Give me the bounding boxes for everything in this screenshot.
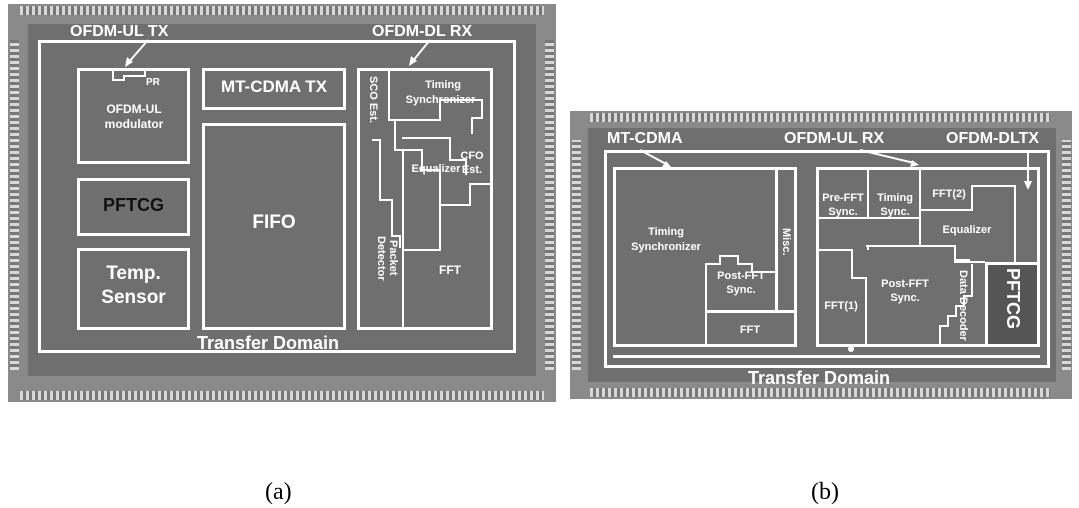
timing-sync-label-1: Timing: [870, 192, 920, 204]
post-fft-sync-b-label-2: Sync.: [706, 284, 776, 296]
post-fft-sync-b-label-1: Post-FFT: [706, 270, 776, 282]
post-fft-sync2-label-1: Post-FFT: [872, 278, 938, 290]
timing-sync-label-2: Sync.: [870, 206, 920, 218]
post-fft-sync2-label-2: Sync.: [872, 292, 938, 304]
fft2-label: FFT(2): [924, 188, 974, 200]
fft1-label: FFT(1): [818, 300, 864, 312]
pre-fft-sync-label-2: Sync.: [818, 206, 868, 218]
pftcg-label-b: PFTCG: [1002, 268, 1022, 329]
equalizer-label-b: Equalizer: [924, 224, 1010, 236]
transfer-domain-label-b: Transfer Domain: [748, 369, 890, 389]
pre-fft-sync-label-1: Pre-FFT: [818, 192, 868, 204]
data-decoder-label: Data Decoder: [957, 270, 969, 341]
timing-synchronizer-b-label-2: Synchronizer: [618, 241, 714, 253]
transfer-domain-bus-b: [613, 355, 1040, 358]
caption-b: (b): [811, 479, 839, 506]
timing-synchronizer-b-label-1: Timing: [626, 226, 706, 238]
fft-label-b: FFT: [720, 324, 780, 336]
misc-label: Misc.: [780, 228, 792, 256]
